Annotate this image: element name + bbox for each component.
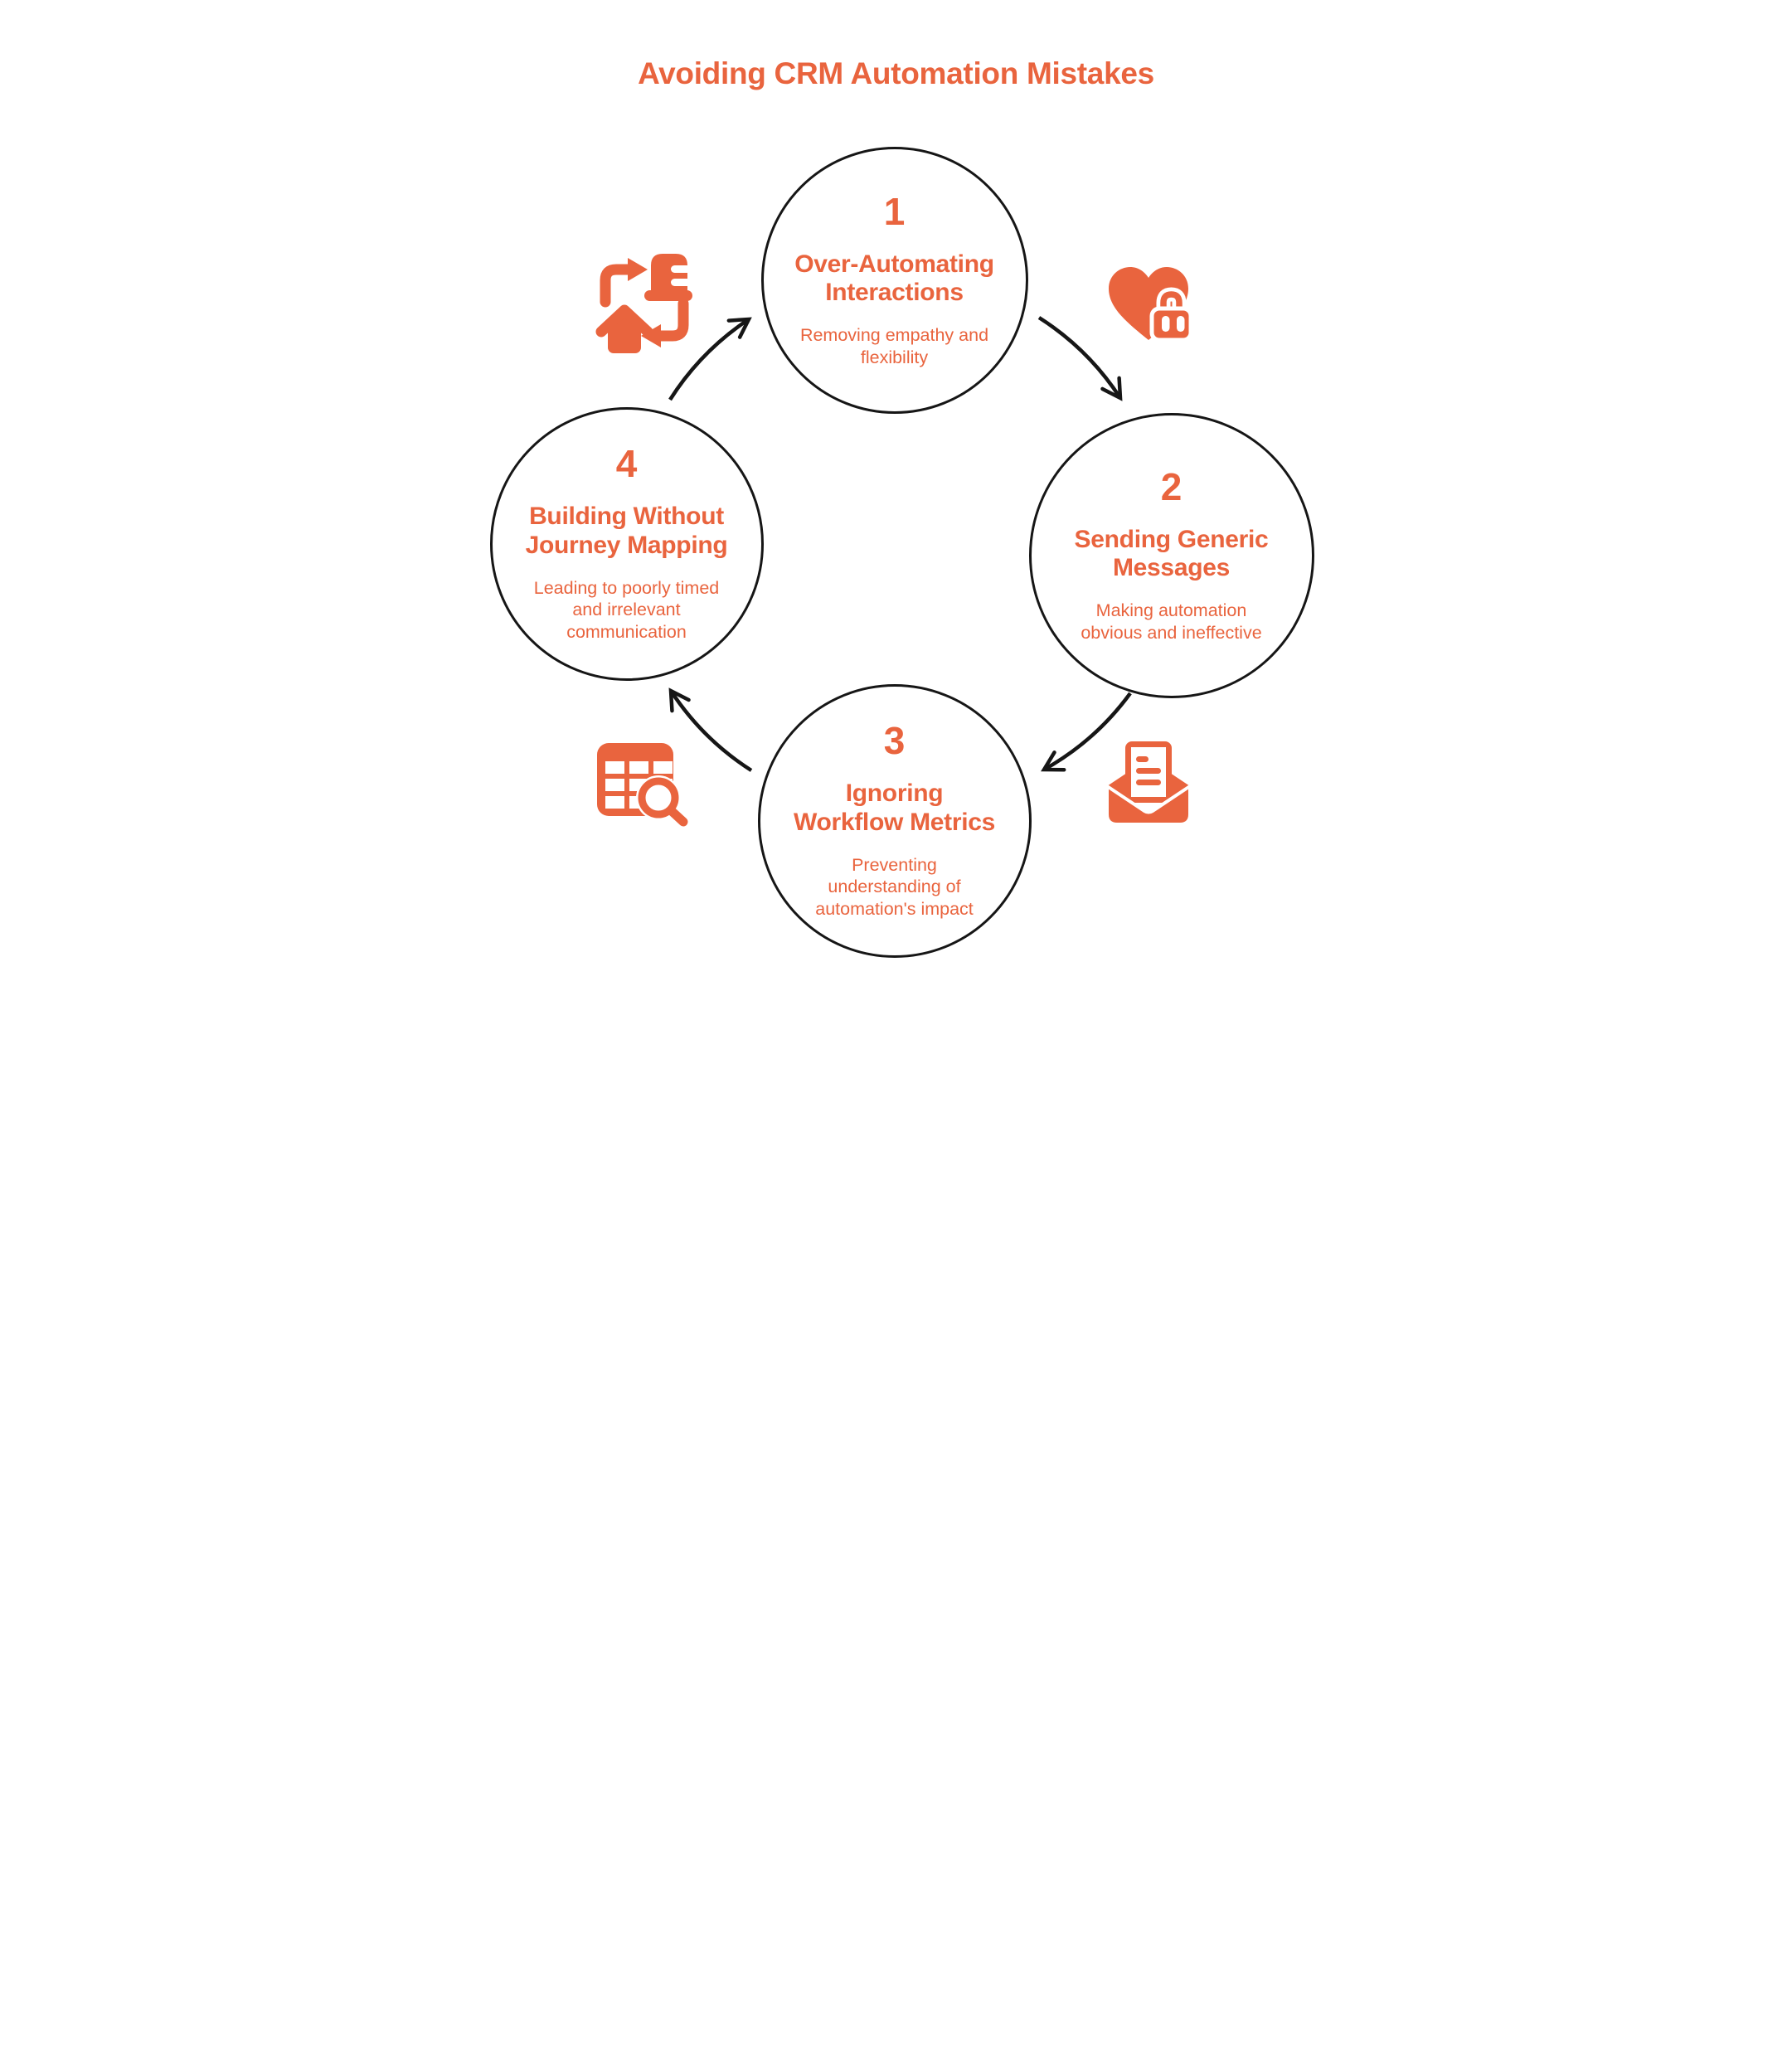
step-circle-3: 3 Ignoring Workflow Metrics Preventing u… [757, 684, 1032, 958]
step-circle-4: 4 Building Without Journey Mapping Leadi… [489, 407, 764, 681]
step-description: Making automation obvious and ineffectiv… [1081, 600, 1262, 643]
arrow-3-to-4 [668, 687, 752, 772]
table-search-icon [596, 743, 691, 828]
step-title: Building Without Journey Mapping [525, 503, 728, 560]
infographic-canvas: Avoiding CRM Automation Mistakes 1 Over-… [448, 0, 1344, 1022]
step-description: Removing empathy and flexibility [799, 325, 989, 367]
step-title: Over-Automating Interactions [794, 250, 994, 307]
step-title: Sending Generic Messages [1074, 525, 1269, 582]
envelope-left-flap [1106, 773, 1127, 801]
step-circle-2: 2 Sending Generic Messages Making automa… [1028, 413, 1314, 698]
inbox-document-icon [1105, 741, 1192, 826]
office-building-icon [643, 254, 692, 301]
house-icon [595, 304, 653, 353]
envelope-right-flap [1169, 773, 1190, 801]
magnifier-icon [635, 775, 691, 828]
step-description: Leading to poorly timed and irrelevant c… [533, 577, 720, 643]
heart-lock-icon [1108, 267, 1192, 342]
turn-right-arrow-icon [600, 258, 648, 308]
document-sheet [1124, 741, 1172, 803]
step-circle-1: 1 Over-Automating Interactions Removing … [760, 147, 1028, 414]
arrow-2-to-3 [1040, 692, 1132, 772]
arrow-1-to-2 [1037, 316, 1122, 401]
page-title: Avoiding CRM Automation Mistakes [638, 56, 1154, 90]
step-number: 3 [883, 719, 906, 763]
flow-arrows [668, 316, 1132, 772]
step-number: 2 [1160, 464, 1183, 508]
turn-left-arrow-icon [640, 298, 688, 347]
envelope-pocket [1105, 784, 1192, 826]
step-number: 4 [615, 442, 638, 486]
lock-badge [1149, 287, 1192, 342]
arrow-4-to-1 [668, 317, 752, 401]
step-title: Ignoring Workflow Metrics [793, 780, 996, 837]
step-number: 1 [883, 189, 906, 233]
step-description: Preventing understanding of automation's… [815, 854, 974, 920]
home-office-sync-icon [595, 254, 692, 353]
